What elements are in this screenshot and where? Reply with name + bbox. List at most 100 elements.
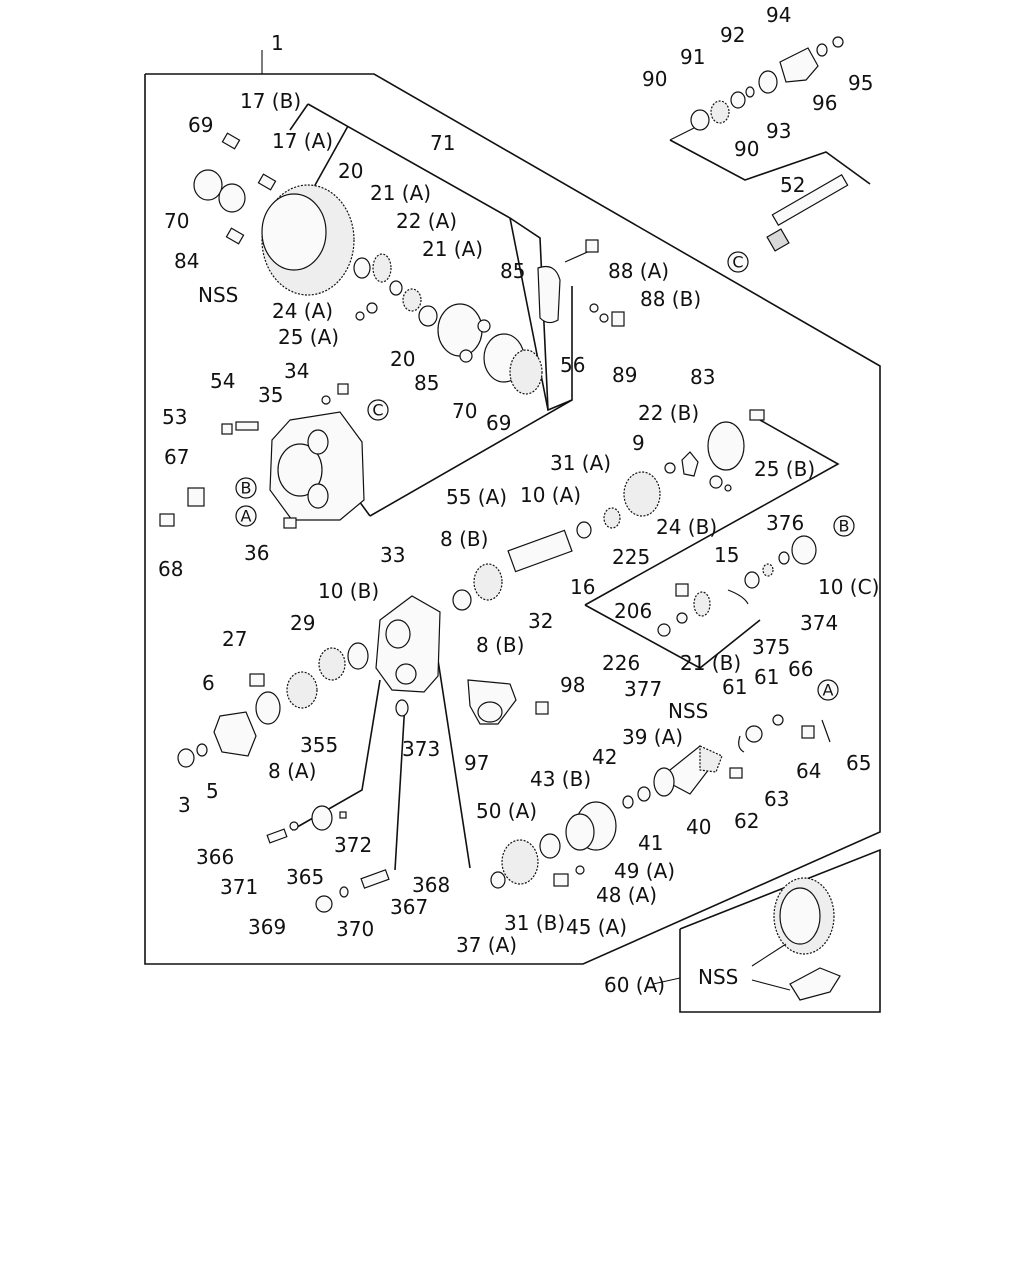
part-label: 372 xyxy=(334,833,372,857)
part-label: 90 xyxy=(734,137,759,161)
part-label: 27 xyxy=(222,627,247,651)
part-label: 63 xyxy=(764,787,789,811)
part-label: 368 xyxy=(412,873,450,897)
part-label: 373 xyxy=(402,737,440,761)
part-label: 49 (A) xyxy=(614,859,675,883)
part-label: 97 xyxy=(464,751,489,775)
part-label: 88 (B) xyxy=(640,287,701,311)
part-label: 8 (A) xyxy=(268,759,316,783)
part-label: NSS xyxy=(668,699,708,723)
circled-letter: C xyxy=(372,401,383,420)
part-label: 1 xyxy=(271,31,284,55)
part-label: 95 xyxy=(848,71,873,95)
part-label: 377 xyxy=(624,677,662,701)
part-label: 45 (A) xyxy=(566,915,627,939)
part-label: 3 xyxy=(178,793,191,817)
part-label: 36 xyxy=(244,541,269,565)
circled-letter: B xyxy=(241,479,252,498)
part-label: NSS xyxy=(198,283,238,307)
part-label: 84 xyxy=(174,249,199,273)
circled-letter: A xyxy=(241,507,252,526)
part-label: 15 xyxy=(714,543,739,567)
part-label: 89 xyxy=(612,363,637,387)
part-label: 41 xyxy=(638,831,663,855)
part-label: 25 (A) xyxy=(278,325,339,349)
part-label: 67 xyxy=(164,445,189,469)
part-label: 8 (B) xyxy=(440,527,488,551)
part-shapes xyxy=(159,36,849,1001)
part-label: 25 (B) xyxy=(754,457,815,481)
part-label: 17 (A) xyxy=(272,129,333,153)
part-label: 88 (A) xyxy=(608,259,669,283)
part-label: 20 xyxy=(338,159,363,183)
part-label: 226 xyxy=(602,651,640,675)
part-label: 55 (A) xyxy=(446,485,507,509)
part-label: 56 xyxy=(560,353,585,377)
circled-letter: C xyxy=(732,253,743,272)
part-label: 91 xyxy=(680,45,705,69)
part-label: 62 xyxy=(734,809,759,833)
part-label: 10 (B) xyxy=(318,579,379,603)
part-label: NSS xyxy=(698,965,738,989)
part-label: 20 xyxy=(390,347,415,371)
part-label: 69 xyxy=(188,113,213,137)
part-label: 85 xyxy=(414,371,439,395)
part-label: 54 xyxy=(210,369,235,393)
part-label: 375 xyxy=(752,635,790,659)
part-label: 16 xyxy=(570,575,595,599)
part-label: 367 xyxy=(390,895,428,919)
part-label: 31 (B) xyxy=(504,911,565,935)
label-layer: 1 17 (B) 69 17 (A) 71 20 21 (A) 22 (A) 2… xyxy=(158,3,879,997)
part-label: 85 xyxy=(500,259,525,283)
part-label: 90 xyxy=(642,67,667,91)
part-label: 37 (A) xyxy=(456,933,517,957)
part-label: 24 (A) xyxy=(272,299,333,323)
part-label: 5 xyxy=(206,779,219,803)
part-label: 17 (B) xyxy=(240,89,301,113)
part-label: 206 xyxy=(614,599,652,623)
part-label: 370 xyxy=(336,917,374,941)
part-label: 98 xyxy=(560,673,585,697)
part-label: 376 xyxy=(766,511,804,535)
part-label: 83 xyxy=(690,365,715,389)
part-label: 42 xyxy=(592,745,617,769)
part-label: 31 (A) xyxy=(550,451,611,475)
circled-letter: B xyxy=(839,517,850,536)
part-label: 48 (A) xyxy=(596,883,657,907)
part-label: 366 xyxy=(196,845,234,869)
circled-letter: A xyxy=(823,681,834,700)
part-label: 61 xyxy=(722,675,747,699)
part-label: 225 xyxy=(612,545,650,569)
part-label: 24 (B) xyxy=(656,515,717,539)
part-label: 71 xyxy=(430,131,455,155)
part-label: 21 (B) xyxy=(680,651,741,675)
part-label: 33 xyxy=(380,543,405,567)
part-label: 29 xyxy=(290,611,315,635)
part-label: 9 xyxy=(632,431,645,455)
part-label: 65 xyxy=(846,751,871,775)
part-label: 40 xyxy=(686,815,711,839)
part-label: 355 xyxy=(300,733,338,757)
part-label: 92 xyxy=(720,23,745,47)
part-label: 10 (A) xyxy=(520,483,581,507)
part-label: 61 xyxy=(754,665,779,689)
part-label: 369 xyxy=(248,915,286,939)
part-label: 374 xyxy=(800,611,838,635)
part-label: 365 xyxy=(286,865,324,889)
part-label: 64 xyxy=(796,759,821,783)
circled-references: C C B A B A xyxy=(235,251,855,701)
part-label: 68 xyxy=(158,557,183,581)
part-label: 93 xyxy=(766,119,791,143)
part-label: 6 xyxy=(202,671,215,695)
part-label: 60 (A) xyxy=(604,973,665,997)
part-label: 39 (A) xyxy=(622,725,683,749)
part-label: 35 xyxy=(258,383,283,407)
part-label: 22 (B) xyxy=(638,401,699,425)
part-label: 22 (A) xyxy=(396,209,457,233)
part-label: 69 xyxy=(486,411,511,435)
part-label: 52 xyxy=(780,173,805,197)
part-label: 66 xyxy=(788,657,813,681)
part-label: 96 xyxy=(812,91,837,115)
part-label: 21 (A) xyxy=(370,181,431,205)
